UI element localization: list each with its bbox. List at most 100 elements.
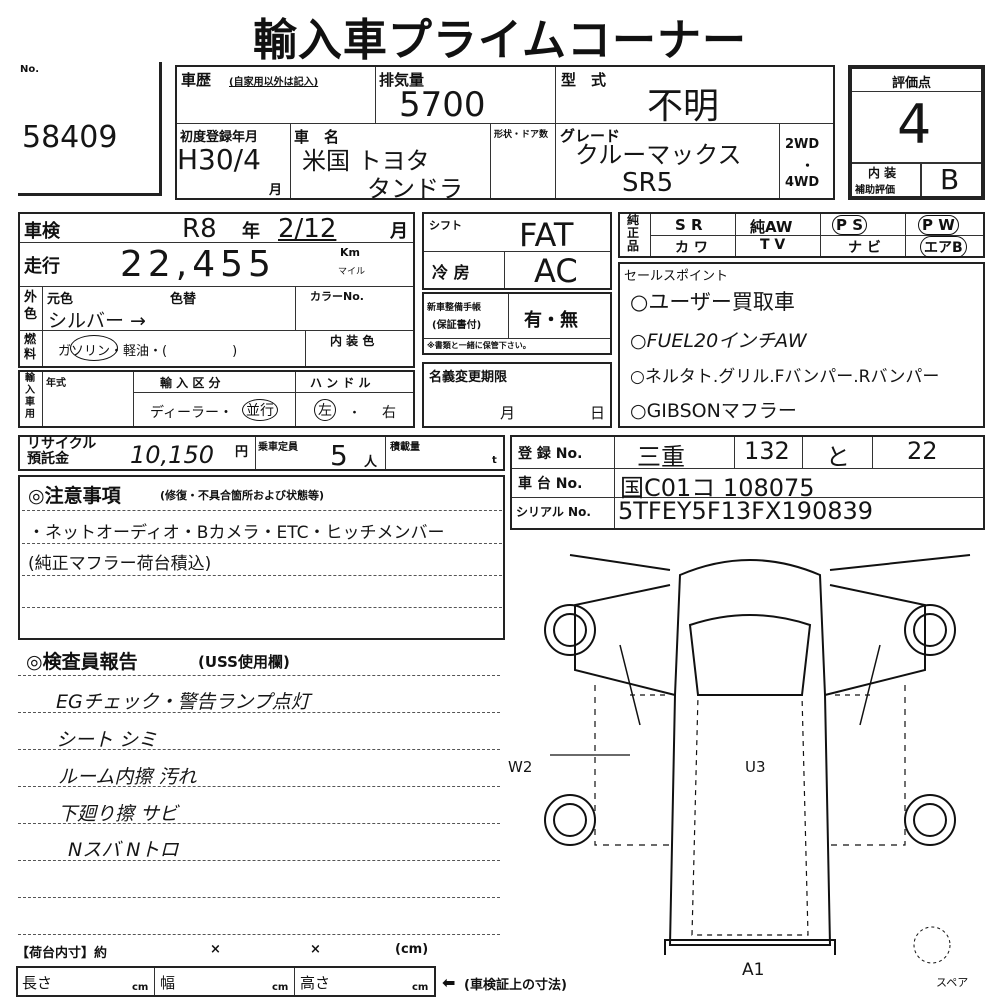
first-reg-value: H30/4 xyxy=(177,143,261,176)
inspection-box: 車検 R8 年 2/12 月 走行 22,455 Km マイル 外色 元色 色替… xyxy=(18,212,415,368)
interior-label: 内 装 xyxy=(868,166,897,180)
capacity-unit: 人 xyxy=(364,455,378,470)
lot-number: 58409 xyxy=(22,120,118,155)
shift-label: シフト xyxy=(429,219,462,232)
sales-point: ○ユーザー買取車 xyxy=(630,290,795,314)
name-change-month: 月 xyxy=(500,404,516,422)
car-name-line2: タンドラ xyxy=(367,175,463,203)
chassis-value: 国C01コ 108075 xyxy=(620,474,815,502)
genuine-parts-box: 純正品 S R 純AW P S P W カ ワ T V ナ ビ エアB xyxy=(618,212,985,258)
score-value: 4 xyxy=(897,93,932,156)
sales-point: ○FUEL20インチAW xyxy=(630,330,807,352)
registration-box: 登 録 No. 三重 132 と 22 車 台 No. 国C01コ 108075… xyxy=(510,435,985,530)
mileage-label: 走行 xyxy=(24,256,60,277)
import-category-label: 輸 入 区 分 xyxy=(160,376,221,390)
model-code-value: 不明 xyxy=(647,86,720,127)
grade-line1: クルーマックス xyxy=(575,141,742,169)
mileage-mile: マイル xyxy=(338,267,366,277)
inspector-line: Nスバ Nトロ xyxy=(68,839,179,861)
vehicle-info-box: 車歴 (自家用以外は記入) 排気量 5700 型 式 不明 初度登録年月 H30… xyxy=(175,65,835,203)
serial-label: シリアル No. xyxy=(516,505,591,519)
genuine-ps-circled: P S xyxy=(832,215,868,235)
inspection-month-unit: 月 xyxy=(390,221,408,242)
name-change-label: 名義変更期限 xyxy=(429,370,508,385)
registration-number: 22 xyxy=(907,437,938,465)
exterior-color-value: シルバー → xyxy=(48,310,146,332)
drive-separator: ・ xyxy=(801,159,815,174)
note-line: ・ネットオーディオ・Bカメラ・ETC・ヒッチメンバー xyxy=(28,523,445,543)
grade-label: グレード xyxy=(560,127,621,145)
genuine-pw-circled: P W xyxy=(918,215,959,235)
sales-points-box: セールスポイント ○ユーザー買取車 ○FUEL20インチAW ○ネルタト.グリル… xyxy=(618,262,985,428)
spare-label: スペア xyxy=(936,976,969,989)
body-doors-label: 形状・ドア数 xyxy=(494,130,549,140)
handle-left-selected: 左 xyxy=(314,399,336,421)
load-label: 積載量 xyxy=(390,442,420,453)
bed-times-1: × xyxy=(210,942,221,957)
fuel-label: 燃料 xyxy=(24,332,37,361)
inspector-sublabel: (USS使用欄) xyxy=(198,653,290,671)
original-color-label: 元色 xyxy=(47,292,74,307)
inspection-label: 車検 xyxy=(24,221,60,242)
recycle-box: リサイクル 預託金 10,150 円 乗車定員 5 人 積載量 t xyxy=(18,435,505,472)
load-unit: t xyxy=(492,455,497,466)
handle-right: 右 xyxy=(382,405,396,421)
inspection-year: R8 xyxy=(182,214,217,244)
inspection-month: 2/12 xyxy=(278,214,337,244)
bed-dims-box: 長さ cm 幅 cm 高さ cm xyxy=(16,966,436,997)
car-body-outline xyxy=(569,554,971,955)
note-line: (純正マフラー荷台積込) xyxy=(28,554,212,574)
genuine-sr: S R xyxy=(675,216,703,234)
recycle-value: 10,150 xyxy=(130,441,214,469)
inspector-label: ◎検査員報告 xyxy=(26,651,138,673)
serial-value: 5TFEY5F13FX190839 xyxy=(618,497,874,525)
displacement-value: 5700 xyxy=(399,85,486,125)
ac-value: AC xyxy=(534,252,578,290)
drive-2wd: 2WD xyxy=(785,137,820,152)
genuine-tv: T V xyxy=(760,237,786,253)
car-diagram xyxy=(544,554,971,964)
grade-line2: SR5 xyxy=(622,168,674,198)
notes-sublabel: (修復・不具合箇所および状態等) xyxy=(160,489,325,502)
handle-separator: ・ xyxy=(348,406,362,421)
inspector-line: シート シミ xyxy=(56,729,158,751)
capacity-value: 5 xyxy=(330,439,348,472)
inspector-report: ◎検査員報告 (USS使用欄) EGチェック・警告ランプ点灯 シート シミ ルー… xyxy=(18,645,508,935)
notes-box: ◎注意事項 (修復・不具合箇所および状態等) ・ネットオーディオ・Bカメラ・ET… xyxy=(18,475,505,640)
interior-color-label: 内 装 色 xyxy=(330,334,375,348)
history-label: 車歴 xyxy=(181,71,212,89)
interior-score: B xyxy=(940,163,960,196)
import-label: 輸入車用 xyxy=(25,373,35,420)
maintenance-book-value: 有・無 xyxy=(524,310,578,331)
bed-dims-label: 【荷台内寸】約 xyxy=(16,946,108,961)
wheels xyxy=(544,604,956,846)
registration-class: 132 xyxy=(744,437,790,465)
color-change-label: 色替 xyxy=(170,292,197,307)
bed-length-label: 長さ xyxy=(22,974,53,992)
bed-dims-note: (車検証上の寸法) xyxy=(464,978,567,993)
registration-prefecture: 三重 xyxy=(637,443,685,471)
inspector-line: 下廻り擦 サビ xyxy=(58,803,179,825)
bed-width-label: 幅 xyxy=(160,974,176,992)
registration-label: 登 録 No. xyxy=(518,446,583,462)
recycle-unit: 円 xyxy=(235,445,249,460)
ac-label: 冷 房 xyxy=(432,263,470,282)
import-year-label: 年式 xyxy=(46,378,66,389)
shift-value: FAT xyxy=(519,216,574,254)
name-change-box: 名義変更期限 月 日 xyxy=(422,362,612,428)
bed-unit: (cm) xyxy=(395,942,429,957)
handle-label: ハ ン ド ル xyxy=(310,376,371,390)
drive-4wd: 4WD xyxy=(785,175,820,190)
maintenance-book-note: ※書類と一緒に保管下さい。 xyxy=(427,341,531,350)
shift-ac-box: シフト FAT 冷 房 AC xyxy=(422,212,612,290)
cm-unit: cm xyxy=(132,982,149,993)
damage-mark-u3: U3 xyxy=(745,758,766,776)
inspector-line: ルーム内擦 汚れ xyxy=(58,766,197,788)
maintenance-book-label: 新車整備手帳 xyxy=(427,303,482,313)
first-reg-unit: 月 xyxy=(269,183,283,198)
import-box: 輸入車用 年式 輸 入 区 分 ディーラー・ 並行 ハ ン ド ル 左 ・ 右 xyxy=(18,370,415,428)
notes-label: ◎注意事項 xyxy=(28,485,121,507)
chassis-label: 車 台 No. xyxy=(518,476,583,492)
car-name-line1: 米国 トヨタ xyxy=(302,147,430,175)
sales-points-label: セールスポイント xyxy=(624,269,729,284)
